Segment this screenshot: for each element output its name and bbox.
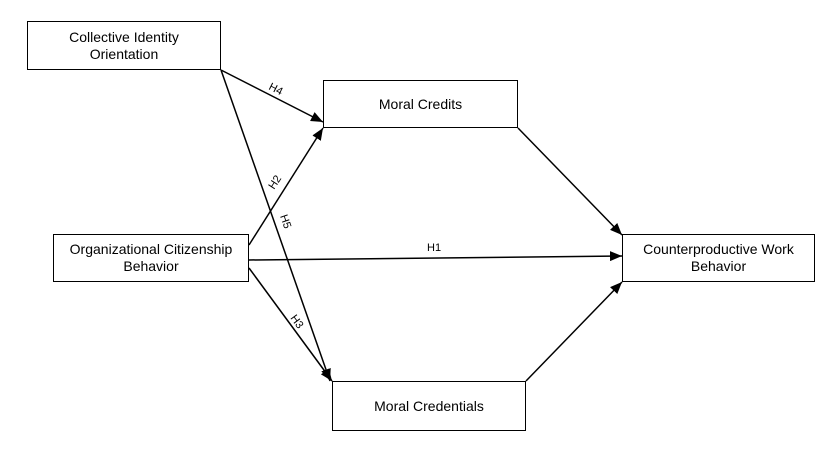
node-counterproductive-work-behavior: Counterproductive Work Behavior xyxy=(622,234,815,282)
node-collective-identity-orientation-label: Collective Identity Orientation xyxy=(69,28,179,62)
node-moral-credentials-label: Moral Credentials xyxy=(374,397,484,414)
edge-h4-arrow xyxy=(220,69,324,123)
edge-h5-arrow xyxy=(220,69,331,382)
node-collective-identity-orientation: Collective Identity Orientation xyxy=(27,21,221,70)
edge-h4-label: H4 xyxy=(267,81,285,98)
node-organizational-citizenship-behavior: Organizational Citizenship Behavior xyxy=(53,234,249,282)
node-organizational-citizenship-behavior-label: Organizational Citizenship Behavior xyxy=(69,241,233,274)
edge-mcd-cwb-arrow xyxy=(525,281,623,382)
edge-mcr-cwb-arrow xyxy=(517,127,623,236)
node-moral-credits-label: Moral Credits xyxy=(378,95,463,112)
edge-h3-arrow xyxy=(248,267,333,382)
node-moral-credits: Moral Credits xyxy=(323,80,518,128)
node-moral-credentials: Moral Credentials xyxy=(332,381,526,431)
edge-h1-label: H1 xyxy=(427,242,441,254)
edge-h2-label: H2 xyxy=(266,173,284,191)
edge-h5-label: H5 xyxy=(277,213,293,230)
edge-h1-arrow xyxy=(248,251,623,262)
edge-h2-arrow xyxy=(248,127,324,246)
edge-h3-label: H3 xyxy=(288,313,306,331)
node-counterproductive-work-behavior-label: Counterproductive Work Behavior xyxy=(643,241,794,274)
